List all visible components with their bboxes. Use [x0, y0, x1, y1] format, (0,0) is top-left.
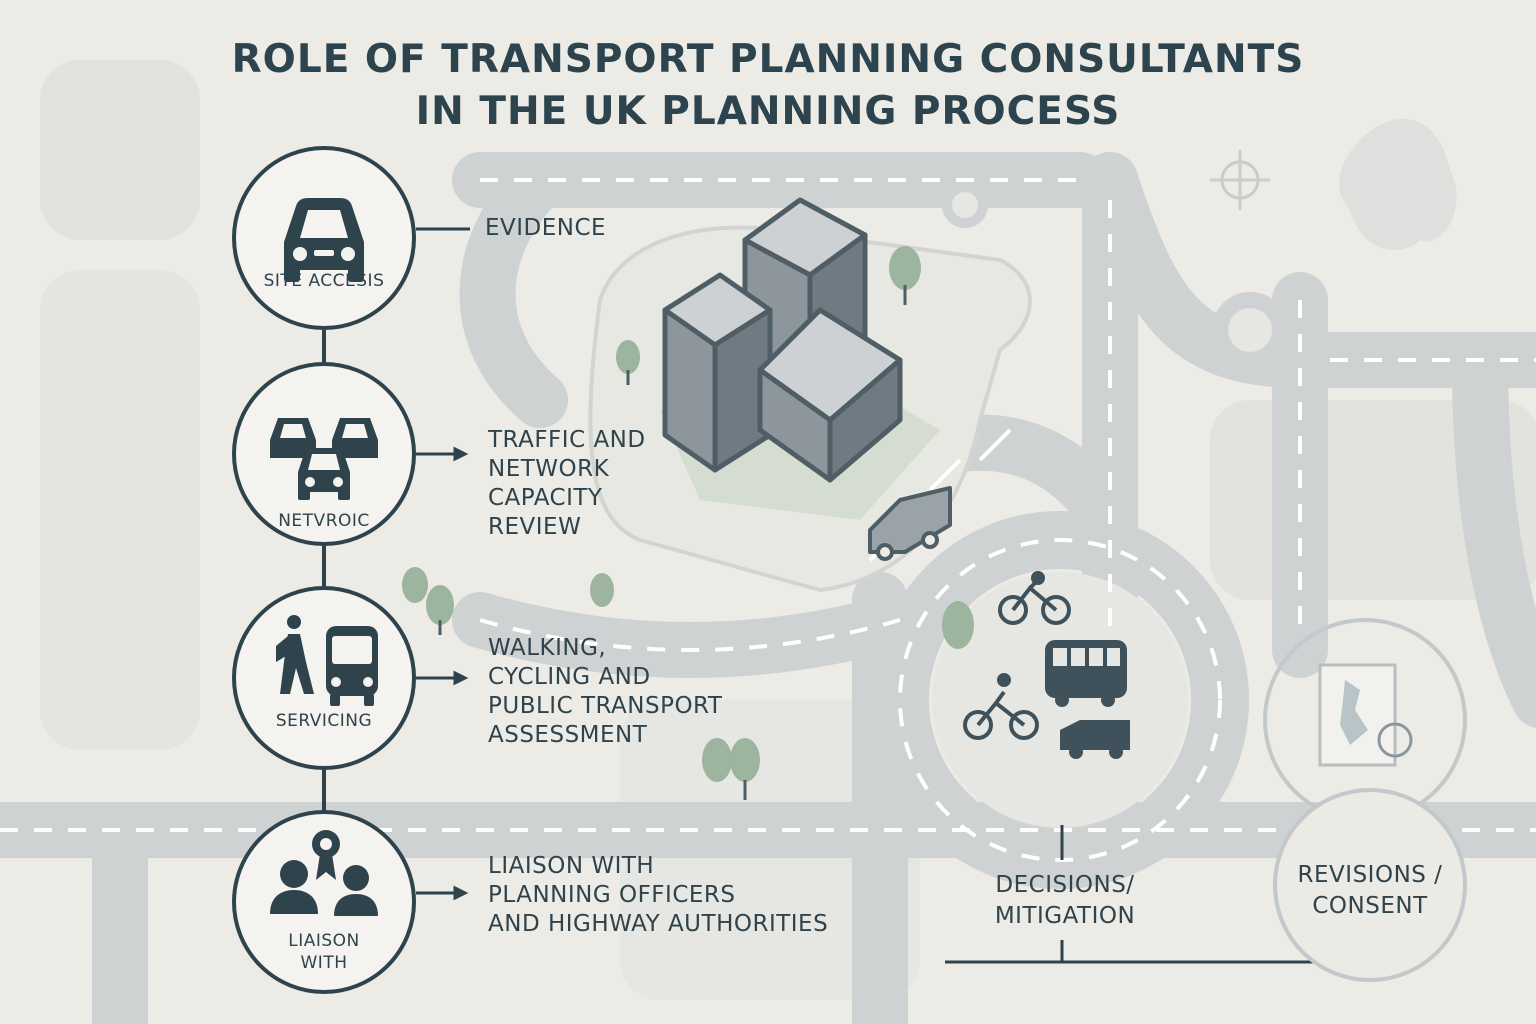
step-label: SERVICING — [275, 711, 373, 731]
revisions-consent-label: REVISIONS / CONSENT — [1297, 862, 1443, 919]
step-description-liaison: LIAISON WITH PLANNING OFFICERS AND HIGHW… — [488, 853, 829, 937]
pedestrian-bus-icon — [276, 615, 378, 706]
decisions-mitigation-label: DECISIONS/ MITIGATION — [994, 872, 1136, 929]
step-label: SITE ACCESIS — [263, 271, 385, 291]
step-label: LIAISON WITH — [288, 931, 360, 973]
step-node-liaison: LIAISON WITH — [232, 810, 416, 994]
step-node-site-access: SITE ACCESIS — [232, 146, 416, 330]
people-badge-icon — [270, 830, 378, 916]
title-line-1: ROLE OF TRANSPORT PLANNING CONSULTANTS — [231, 37, 1305, 82]
step-description-evidence: EVIDENCE — [485, 215, 607, 241]
step-label: NETVROIC — [278, 511, 370, 531]
step-description-walking: WALKING, CYCLING AND PUBLIC TRANSPORT AS… — [488, 635, 723, 748]
page-title: ROLE OF TRANSPORT PLANNING CONSULTANTS I… — [0, 34, 1536, 138]
traffic-cars-icon — [270, 418, 378, 500]
step-node-servicing: SERVICING — [232, 586, 416, 770]
title-line-2: IN THE UK PLANNING PROCESS — [415, 89, 1121, 134]
step-node-network: NETVROIC — [232, 362, 416, 546]
car-icon — [284, 198, 364, 282]
step-description-traffic: TRAFFIC AND NETWORK CAPACITY REVIEW — [488, 427, 646, 540]
